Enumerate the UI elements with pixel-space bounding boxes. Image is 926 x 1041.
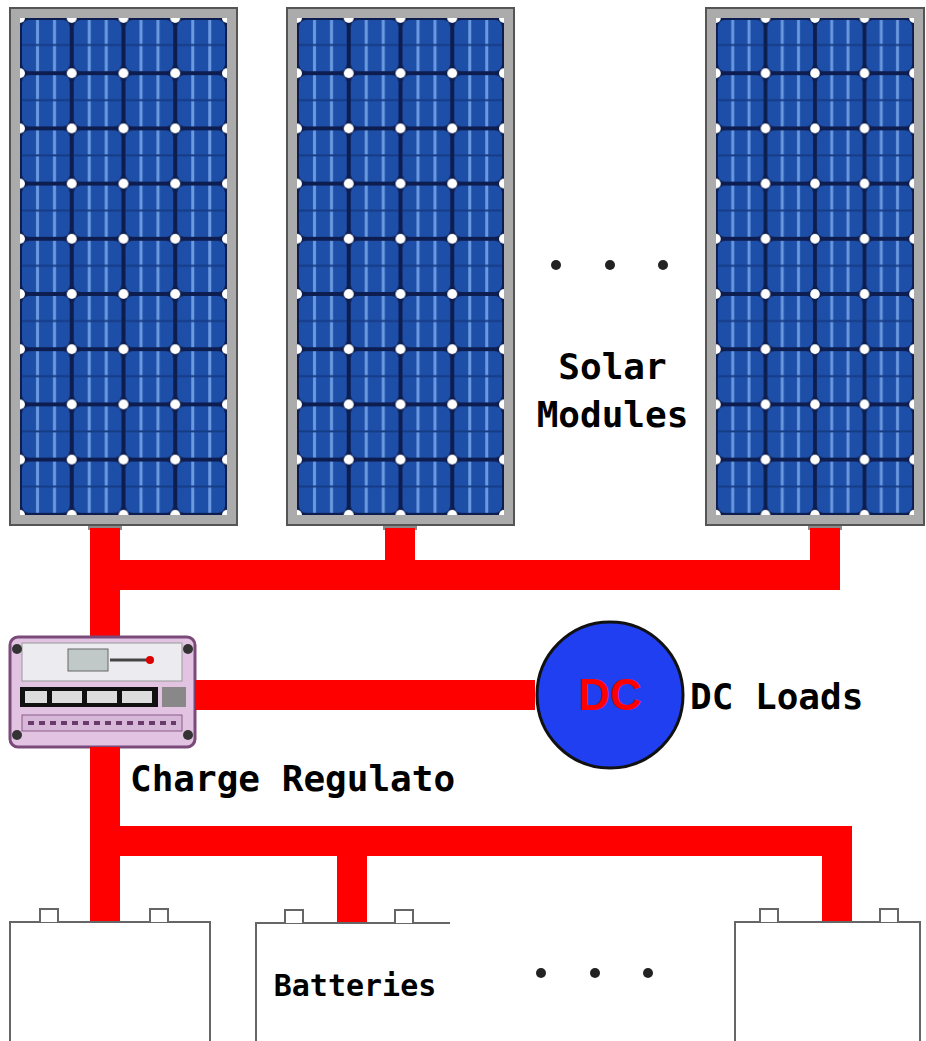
solar-panel xyxy=(10,8,237,525)
battery-terminal xyxy=(150,909,168,922)
ellipsis-dot xyxy=(643,968,653,978)
regulator-screw xyxy=(12,644,22,654)
device-label: Charge Regulato xyxy=(130,757,455,801)
wire xyxy=(810,528,840,575)
panel-frame xyxy=(287,8,514,525)
regulator-switch xyxy=(110,659,148,662)
battery xyxy=(10,909,210,1041)
regulator-terminal xyxy=(122,691,152,703)
panel-cells xyxy=(297,18,504,515)
battery-body xyxy=(10,922,210,1041)
regulator-strip xyxy=(20,687,158,707)
ellipsis-dot xyxy=(605,260,615,270)
wire xyxy=(385,528,415,575)
solar-panel xyxy=(706,8,924,525)
group-label: Solar Modules xyxy=(520,343,705,439)
node-caption: DC Loads xyxy=(690,675,863,719)
ellipsis-dot xyxy=(658,260,668,270)
ellipsis-dot xyxy=(551,260,561,270)
regulator-screw xyxy=(12,730,22,740)
ellipsis-dot xyxy=(536,968,546,978)
regulator-display xyxy=(68,649,108,671)
wire-bus xyxy=(352,826,852,856)
battery-terminal xyxy=(40,909,58,922)
ellipsis-dot xyxy=(590,968,600,978)
battery-box: Batteries xyxy=(255,922,455,1041)
regulator-device xyxy=(10,637,195,747)
panel-cells xyxy=(716,18,914,515)
node-label: Batteries xyxy=(255,966,455,1006)
regulator-vents xyxy=(22,715,182,731)
node-symbol: DC xyxy=(535,620,685,770)
wire xyxy=(822,841,852,922)
regulator-screw xyxy=(183,644,193,654)
regulator-terminal xyxy=(87,691,117,703)
regulator-slots xyxy=(28,721,176,725)
panel-frame xyxy=(10,8,237,525)
battery-body xyxy=(735,922,920,1041)
charge-regulator: Charge Regulato xyxy=(10,637,195,747)
regulator-case xyxy=(10,637,195,747)
regulator-led xyxy=(146,656,154,664)
regulator-terminal xyxy=(52,691,82,703)
battery-terminal xyxy=(285,910,413,923)
regulator-terminal xyxy=(25,691,47,703)
battery-terminal xyxy=(760,909,778,922)
panel-cells xyxy=(20,18,227,515)
panel-wiring xyxy=(90,528,852,922)
wire-bus xyxy=(90,560,840,590)
battery-terminal xyxy=(880,909,898,922)
regulator-panel xyxy=(22,643,182,681)
regulator-block xyxy=(162,687,186,707)
regulator-screw xyxy=(183,730,193,740)
battery xyxy=(735,909,920,1041)
power-wire xyxy=(195,680,535,710)
dc-load-circle: DCDC Loads xyxy=(535,620,685,770)
solar-panel xyxy=(287,8,514,525)
panel-frame xyxy=(706,8,924,525)
